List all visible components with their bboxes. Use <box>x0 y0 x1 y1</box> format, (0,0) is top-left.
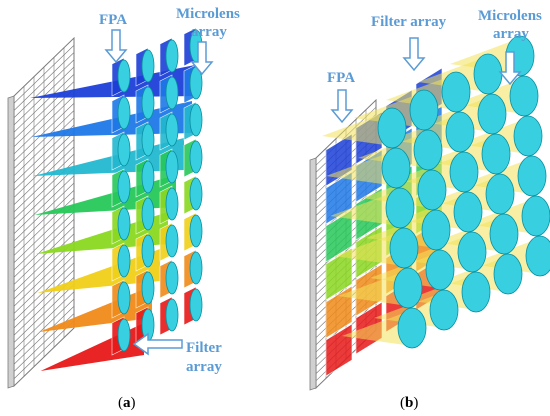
panel-a-caption: (a) <box>118 395 136 411</box>
panel-a-fpa-grid <box>7 36 75 389</box>
panel-b-microlens-array <box>377 35 550 349</box>
panel-a-fpa-label: FPA <box>99 12 127 28</box>
panel-b-filter-label: Filter array <box>371 14 447 30</box>
panel-b-filter-arrow <box>402 37 426 72</box>
panel-a: FPA Microlens array Filter array (a) <box>7 6 240 411</box>
panel-b-microlens-label-line2: array <box>493 26 529 42</box>
panel-a-filter-label-line1: Filter <box>186 340 222 356</box>
panel-a-microlens-array <box>117 29 203 352</box>
panel-a-filter-label-line2: array <box>186 359 222 375</box>
panel-a-fpa-arrow <box>104 29 128 64</box>
panel-a-microlens-arrow <box>190 41 214 76</box>
panel-b: FPA Filter array Microlens array (b) <box>309 8 550 411</box>
panel-a-microlens-label-line2: array <box>191 24 227 40</box>
panel-b-microlens-label-line1: Microlens <box>478 8 542 24</box>
panel-b-fpa-label: FPA <box>327 70 355 86</box>
panel-b-microlens-arrow <box>498 51 522 86</box>
panel-b-caption: (b) <box>400 395 418 411</box>
panel-a-microlens-label-line1: Microlens <box>176 6 240 22</box>
panel-a-filter-arrow <box>132 332 183 356</box>
panel-b-fpa-arrow <box>330 89 354 124</box>
